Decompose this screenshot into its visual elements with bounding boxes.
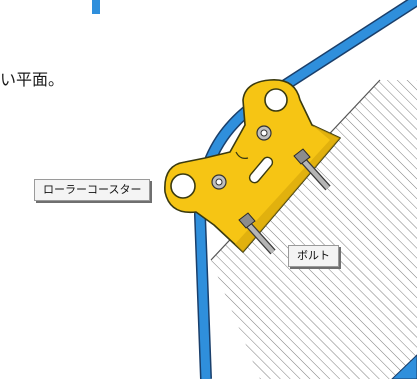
mounting-bracket [164, 79, 341, 253]
bolt-label: ボルト [288, 245, 339, 267]
bolt [238, 212, 276, 255]
bracket-slot [248, 156, 274, 184]
bracket-hole-top [264, 88, 288, 112]
rivet [256, 125, 272, 141]
bolt [293, 148, 331, 191]
rail-fragment-bottom [391, 354, 417, 379]
rail-fragment-top [92, 0, 100, 14]
caption-fragment: い平面。 [0, 70, 65, 89]
roller-coaster-label: ローラーコースター [34, 179, 151, 201]
rivet [211, 174, 227, 190]
bracket-hole-side [170, 173, 196, 199]
